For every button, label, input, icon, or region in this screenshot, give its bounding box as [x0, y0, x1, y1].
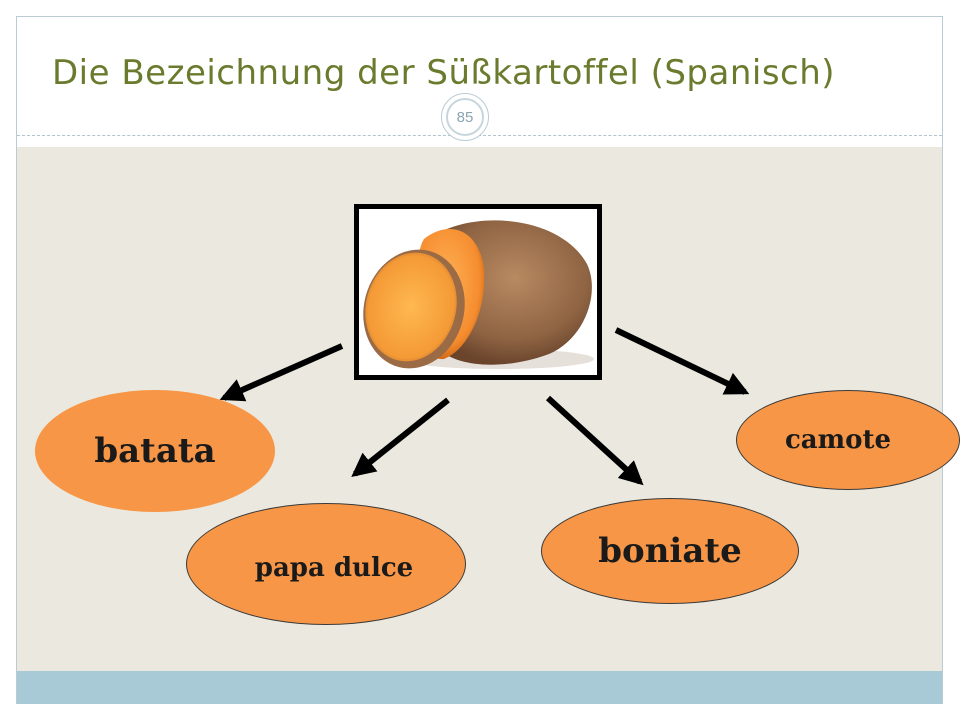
- sweet-potato-photo: [354, 204, 602, 380]
- name-papa-dulce: papa dulce: [186, 503, 466, 625]
- sweet-potato-icon: [363, 220, 594, 369]
- name-camote: camote: [736, 390, 960, 490]
- arrow-to-papa-dulce: [351, 397, 450, 477]
- name-batata: batata: [35, 390, 275, 512]
- name-boniate: boniate: [541, 498, 799, 604]
- arrow-to-batata: [219, 343, 344, 402]
- arrow-to-camote: [614, 327, 750, 395]
- page-number-badge: 85: [441, 93, 489, 141]
- arrow-to-boniate: [545, 395, 644, 486]
- footer-bar: [17, 671, 942, 704]
- slide-title: Die Bezeichnung der Süßkartoffel (Spanis…: [52, 53, 836, 93]
- page-number: 85: [446, 98, 484, 136]
